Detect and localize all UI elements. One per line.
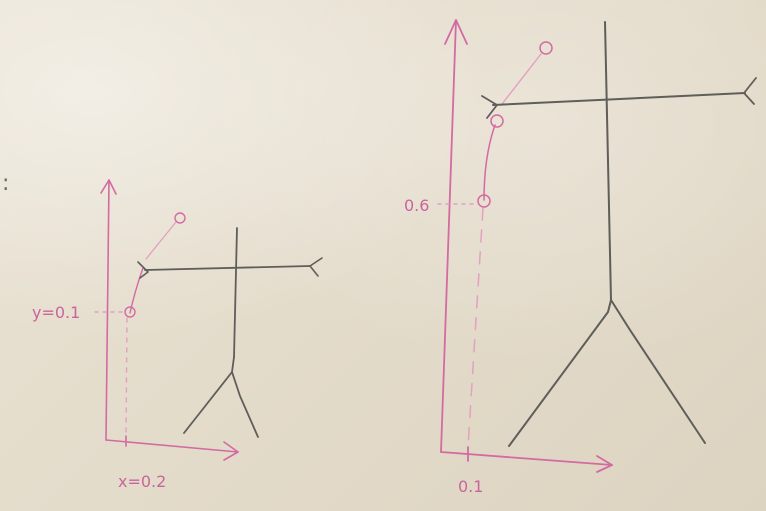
right-figure-leg-left (508, 299, 612, 447)
right-x-label: 0.1 (458, 477, 483, 496)
left-vertical-projection (125, 317, 128, 437)
right-vertical-projection (467, 207, 484, 448)
right-point-high (539, 41, 553, 55)
left-x-axis-arrowhead (223, 441, 239, 461)
right-x-axis (440, 451, 613, 466)
left-raised-arm (145, 221, 177, 260)
right-figure-leg-right (610, 299, 706, 444)
left-x-label: x=0.2 (118, 472, 166, 491)
right-x-axis-arrowhead (596, 455, 613, 473)
right-figure-arms (492, 92, 746, 106)
right-trajectory (483, 124, 496, 201)
right-diagram: 0.6 0.1 (404, 19, 757, 496)
left-figure-arms (144, 265, 311, 271)
left-figure-leg-left (183, 356, 235, 434)
left-y-axis (105, 179, 110, 441)
right-y-axis-arrowhead (444, 19, 468, 45)
left-point-high (174, 212, 186, 224)
left-point-low (124, 306, 136, 318)
left-figure-leg-right (231, 371, 259, 438)
margin-mark: : (2, 171, 9, 196)
left-trajectory (129, 267, 144, 314)
right-point-mid (490, 114, 504, 128)
left-diagram: y=0.1 x=0.2 (32, 179, 323, 491)
left-y-label: y=0.1 (32, 303, 80, 322)
right-figure-body (604, 21, 612, 301)
left-figure-hand-right (309, 257, 323, 277)
left-x-axis (105, 439, 239, 453)
right-y-label: 0.6 (404, 196, 429, 215)
right-point-low (477, 194, 491, 208)
left-figure-body (233, 227, 238, 358)
right-figure-hand-right (743, 77, 757, 105)
right-y-axis (440, 19, 457, 453)
right-figure-hand-left (481, 95, 498, 119)
left-figure-hand-left (137, 261, 149, 279)
left-y-axis-arrowhead (100, 179, 117, 195)
right-raised-arm (501, 53, 542, 105)
